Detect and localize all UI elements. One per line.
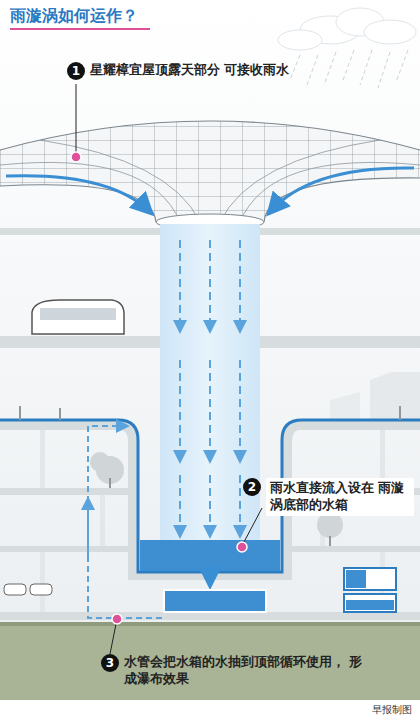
callout: 1 星耀樟宜屋顶露天部分 可接收雨水 [67, 62, 330, 80]
callout-text: 水管会把水箱的水抽到顶部循环使用， 形成瀑布效果 [124, 654, 364, 688]
diagram-title: 雨漩涡如何运作？ [10, 6, 138, 27]
callout-number: 2 [243, 478, 261, 496]
callout-text: 雨水直接流入设在 雨漩涡底部的水箱 [266, 478, 414, 516]
callout: 3 水管会把水箱的水抽到顶部循环使用， 形成瀑布效果 [101, 654, 364, 688]
credit-label: 早报制图 [372, 703, 412, 717]
callout: 2 雨水直接流入设在 雨漩涡底部的水箱 [243, 478, 414, 516]
callout-text: 星耀樟宜屋顶露天部分 可接收雨水 [90, 62, 330, 79]
callout-number: 1 [67, 62, 85, 80]
callout-number: 3 [101, 654, 119, 672]
